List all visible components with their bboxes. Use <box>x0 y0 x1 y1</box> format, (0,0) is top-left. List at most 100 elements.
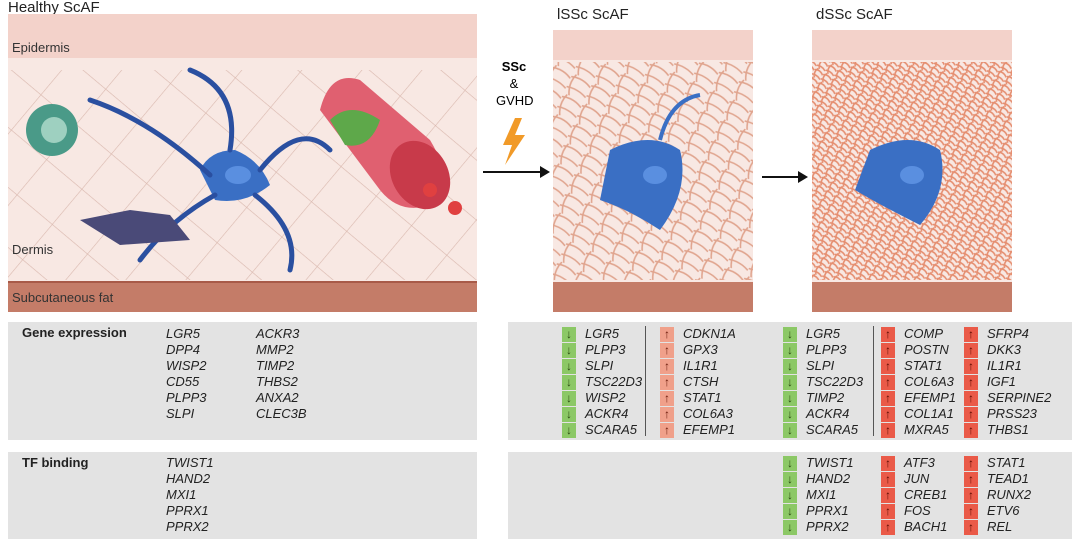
gene-name: ACKR4 <box>585 406 629 421</box>
gene-name: MXI1 <box>166 487 197 502</box>
gene-name: PPRX1 <box>166 503 209 518</box>
gene-name: DKK3 <box>987 342 1021 357</box>
label-dermis: Dermis <box>12 242 54 257</box>
gene-name: COL1A1 <box>904 406 954 421</box>
gene-name: LGR5 <box>166 326 200 341</box>
up-arrow-icon: ↑ <box>881 391 895 406</box>
lssc-skin-panel <box>553 30 753 312</box>
gene-name: STAT1 <box>987 455 1026 470</box>
healthy-gene-table <box>8 322 477 440</box>
gene-name: EFEMP1 <box>904 390 957 405</box>
up-arrow-icon: ↑ <box>881 456 895 471</box>
gene-name: GPX3 <box>683 342 718 357</box>
gene-name: TWIST1 <box>166 455 214 470</box>
gene-name: SERPINE2 <box>987 390 1052 405</box>
up-arrow-icon: ↑ <box>881 343 895 358</box>
healthy-tf-table <box>8 452 477 539</box>
gene-name: PLPP3 <box>585 342 626 357</box>
gene-name: CDKN1A <box>683 326 736 341</box>
trigger-label: SSc & GVHD <box>496 58 534 109</box>
gene-name: PPRX2 <box>806 519 849 534</box>
other-cell <box>80 210 190 245</box>
down-arrow-icon: ↓ <box>562 375 576 390</box>
down-arrow-icon: ↓ <box>562 327 576 342</box>
up-arrow-icon: ↑ <box>964 423 978 438</box>
gene-name: CREB1 <box>904 487 948 502</box>
gene-name: PPRX1 <box>806 503 849 518</box>
gene-name: RUNX2 <box>987 487 1032 502</box>
up-arrow-icon: ↑ <box>964 327 978 342</box>
up-arrow-icon: ↑ <box>881 423 895 438</box>
down-arrow-icon: ↓ <box>562 407 576 422</box>
gene-name: JUN <box>904 471 930 486</box>
fibroblast-healthy <box>87 67 333 273</box>
up-arrow-icon: ↑ <box>660 375 674 390</box>
up-arrow-icon: ↑ <box>660 343 674 358</box>
gene-name: PRSS23 <box>987 406 1037 421</box>
trigger-gvhd: GVHD <box>496 93 534 108</box>
gene-name: EFEMP1 <box>683 422 736 437</box>
down-arrow-icon: ↓ <box>562 391 576 406</box>
gene-name: CLEC3B <box>256 406 307 421</box>
up-arrow-icon: ↑ <box>660 359 674 374</box>
down-arrow-icon: ↓ <box>783 472 797 487</box>
gene-name: SLPI <box>166 406 195 421</box>
gene-name: SLPI <box>585 358 614 373</box>
gene-name: ACKR3 <box>256 326 300 341</box>
up-arrow-icon: ↑ <box>964 407 978 422</box>
gene-name: LGR5 <box>585 326 619 341</box>
gene-name: FOS <box>904 503 931 518</box>
up-arrow-icon: ↑ <box>964 391 978 406</box>
gene-name: POSTN <box>904 342 949 357</box>
gene-name: PLPP3 <box>166 390 207 405</box>
up-arrow-icon: ↑ <box>660 407 674 422</box>
up-arrow-icon: ↑ <box>881 472 895 487</box>
up-arrow-icon: ↑ <box>881 407 895 422</box>
gene-name: LGR5 <box>806 326 840 341</box>
gene-name: CD55 <box>166 374 200 389</box>
gene-name: IL1R1 <box>987 358 1022 373</box>
gene-name: BACH1 <box>904 519 948 534</box>
gene-name: HAND2 <box>166 471 211 486</box>
up-arrow-icon: ↑ <box>881 520 895 535</box>
up-arrow-icon: ↑ <box>881 375 895 390</box>
down-arrow-icon: ↓ <box>562 343 576 358</box>
gene-name: TSC22D3 <box>806 374 864 389</box>
gene-expression-header: Gene expression <box>22 325 127 340</box>
gene-name: DPP4 <box>166 342 200 357</box>
arrow-1 <box>483 166 550 178</box>
gene-name: SLPI <box>806 358 835 373</box>
skin-illustration <box>8 14 1012 312</box>
gene-name: PLPP3 <box>806 342 847 357</box>
up-arrow-icon: ↑ <box>964 456 978 471</box>
down-arrow-icon: ↓ <box>783 391 797 406</box>
up-arrow-icon: ↑ <box>881 488 895 503</box>
blood-vessel <box>320 78 462 215</box>
tf-binding-header: TF binding <box>22 455 89 470</box>
down-arrow-icon: ↓ <box>783 375 797 390</box>
up-arrow-icon: ↑ <box>964 520 978 535</box>
gene-name: MXRA5 <box>904 422 949 437</box>
down-arrow-icon: ↓ <box>783 407 797 422</box>
gene-name: WISP2 <box>166 358 207 373</box>
gene-name: IGF1 <box>987 374 1016 389</box>
divider <box>873 326 874 436</box>
gene-name: IL1R1 <box>683 358 718 373</box>
gene-name: SCARA5 <box>806 422 859 437</box>
gene-name: ANXA2 <box>256 390 299 405</box>
down-arrow-icon: ↓ <box>783 456 797 471</box>
down-arrow-icon: ↓ <box>783 520 797 535</box>
up-arrow-icon: ↑ <box>881 359 895 374</box>
down-arrow-icon: ↓ <box>783 343 797 358</box>
trigger-ssc: SSc <box>501 59 527 74</box>
up-arrow-icon: ↑ <box>964 472 978 487</box>
down-arrow-icon: ↓ <box>783 327 797 342</box>
up-arrow-icon: ↑ <box>660 423 674 438</box>
gene-name: MXI1 <box>806 487 837 502</box>
gene-name: TEAD1 <box>987 471 1029 486</box>
arrow-2 <box>762 171 808 183</box>
gene-name: HAND2 <box>806 471 851 486</box>
label-epidermis: Epidermis <box>12 40 70 55</box>
up-arrow-icon: ↑ <box>964 504 978 519</box>
down-arrow-icon: ↓ <box>562 359 576 374</box>
